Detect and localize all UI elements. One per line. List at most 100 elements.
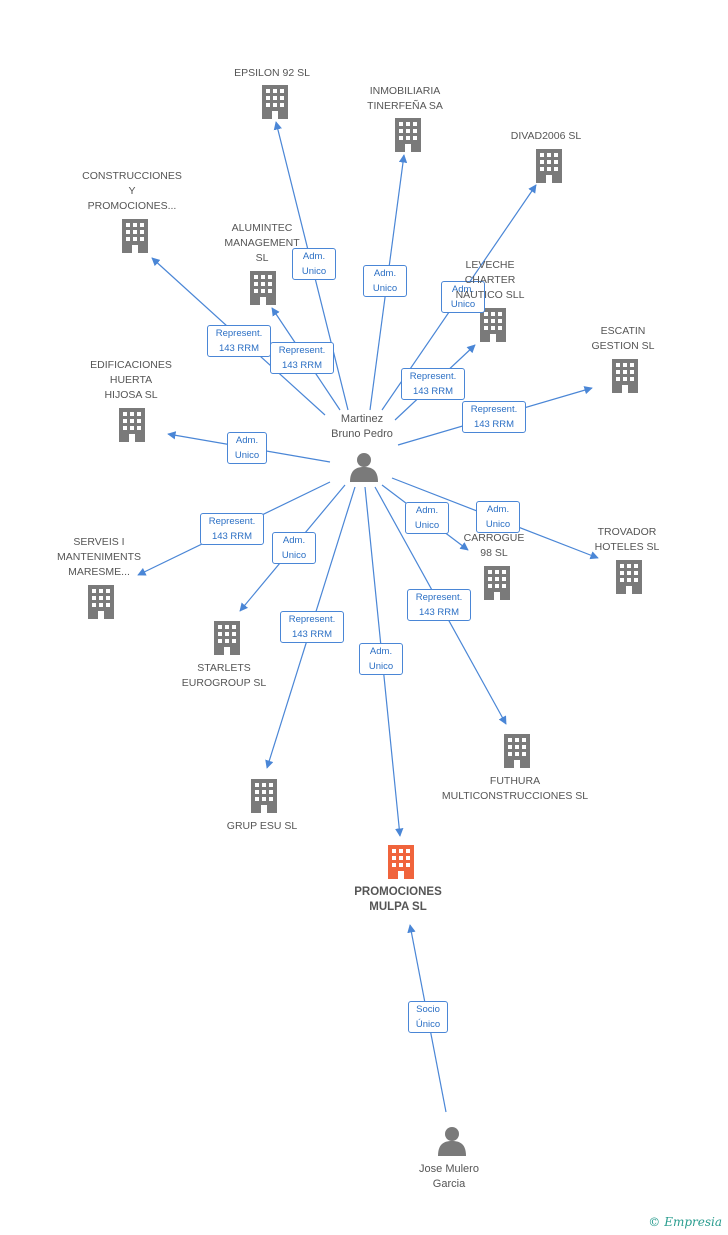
edge-label-promociones[interactable]: Adm. Unico bbox=[359, 643, 403, 675]
building-icon-serveis[interactable] bbox=[88, 585, 114, 619]
building-icon-carrogue[interactable] bbox=[484, 566, 510, 600]
building-icon-escatin[interactable] bbox=[612, 359, 638, 393]
node-label-line: MULPA SL bbox=[369, 901, 427, 913]
node-label-line: SL bbox=[255, 252, 269, 264]
node-label-line: CONSTRUCCIONES bbox=[82, 170, 182, 182]
node-label-line: MARESME... bbox=[68, 566, 130, 578]
building-icon-construcciones[interactable] bbox=[122, 219, 148, 253]
edge-label-line: Único bbox=[415, 1019, 441, 1030]
node-label-line: STARLETS bbox=[197, 662, 251, 674]
node-label-line: EUROGROUP SL bbox=[181, 677, 267, 689]
node-label-construcciones[interactable]: CONSTRUCCIONES Y PROMOCIONES... bbox=[67, 169, 197, 214]
node-label-line: EPSILON 92 SL bbox=[234, 67, 310, 79]
edge-label-alumintec[interactable]: Represent.143 RRM bbox=[270, 342, 334, 374]
node-label-line: PROMOCIONES bbox=[354, 886, 442, 898]
edge-label-line: Represent. bbox=[288, 614, 336, 625]
building-icon-trovador[interactable] bbox=[616, 560, 642, 594]
building-icon-alumintec[interactable] bbox=[250, 271, 276, 305]
edge-label-line: Unico bbox=[368, 661, 394, 672]
edge-label-line: Adm. bbox=[415, 505, 439, 516]
node-label-line: GRUP ESU SL bbox=[226, 820, 298, 832]
edge-label-futhura[interactable]: Represent. 143 RRM bbox=[407, 589, 471, 621]
edge-label-line: Adm. bbox=[235, 435, 259, 446]
node-label-line: GESTION SL bbox=[591, 340, 655, 352]
edge-label-line: Adm. bbox=[373, 268, 397, 279]
edge-label-line: Socio bbox=[416, 1004, 440, 1015]
edge-label-line: 143 RRM bbox=[291, 629, 333, 640]
node-label-line: PROMOCIONES... bbox=[87, 200, 177, 212]
edge-label-line: Represent. bbox=[470, 404, 518, 415]
edge-label-line: Unico bbox=[234, 450, 260, 461]
edge-label-line: Adm. bbox=[486, 504, 510, 515]
edge-label-carrogue[interactable]: Adm.Unico bbox=[405, 502, 449, 534]
edge-label-line: Represent. bbox=[415, 592, 463, 603]
node-label-starlets[interactable]: STARLETS EUROGROUP SL bbox=[164, 661, 284, 691]
edge-label-line: 143 RRM bbox=[281, 360, 323, 371]
edge-label-epsilon[interactable]: Adm. Unico bbox=[292, 248, 336, 280]
edge-label-line: Adm. bbox=[451, 284, 475, 295]
node-label-line: Garcia bbox=[432, 1178, 466, 1190]
node-label-line: Bruno Pedro bbox=[331, 428, 393, 440]
node-label-line: ALUMINTEC bbox=[231, 222, 293, 234]
node-label-line: Y bbox=[128, 185, 136, 197]
edge-label-divad[interactable]: Adm.Unico bbox=[441, 281, 485, 313]
person-icon-martinez[interactable] bbox=[350, 453, 378, 482]
edge-label-line: Adm. bbox=[369, 646, 393, 657]
edge-label-trovador[interactable]: Adm. Unico bbox=[476, 501, 520, 533]
edge-label-inmobiliaria[interactable]: Adm. Unico bbox=[363, 265, 407, 297]
edge-label-line: Adm. bbox=[282, 535, 306, 546]
node-label-line: CHARTER bbox=[464, 274, 516, 286]
edge-label-construcciones[interactable]: Represent.143 RRM bbox=[207, 325, 271, 357]
edge-label-escatin[interactable]: Represent.143 RRM bbox=[462, 401, 526, 433]
edge-label-line: Unico bbox=[372, 283, 398, 294]
node-label-line: Martinez bbox=[340, 413, 384, 425]
building-icon-divad[interactable] bbox=[536, 149, 562, 183]
edge-label-line: Unico bbox=[301, 266, 327, 277]
node-label-epsilon[interactable]: EPSILON 92 SL bbox=[212, 66, 332, 81]
node-label-divad[interactable]: DIVAD2006 SL bbox=[486, 129, 606, 144]
building-icon-epsilon[interactable] bbox=[262, 85, 288, 119]
person-icon-jose[interactable] bbox=[438, 1127, 466, 1156]
edge-label-line: Represent. bbox=[208, 516, 256, 527]
edge-label-edificaciones[interactable]: Adm. Unico bbox=[227, 432, 267, 464]
edge-label-line: 143 RRM bbox=[211, 531, 253, 542]
node-label-line: TINERFEÑA SA bbox=[367, 100, 443, 112]
building-icon-inmobiliaria[interactable] bbox=[395, 118, 421, 152]
node-label-line: 98 SL bbox=[480, 547, 508, 559]
building-icon-grupesu[interactable] bbox=[251, 779, 277, 813]
edge-label-grupesu[interactable]: Represent. 143 RRM bbox=[280, 611, 344, 643]
building-icon-futhura[interactable] bbox=[504, 734, 530, 768]
node-label-line: Jose Mulero bbox=[419, 1163, 479, 1175]
building-icon-edificaciones[interactable] bbox=[119, 408, 145, 442]
edge-label-line: 143 RRM bbox=[412, 386, 454, 397]
brand-footer: ©Empresia bbox=[648, 1215, 722, 1229]
building-icon-leveche[interactable] bbox=[480, 308, 506, 342]
edge-label-line: Unico bbox=[485, 519, 511, 530]
node-label-line: EDIFICACIONES bbox=[90, 359, 172, 371]
node-label-grupesu[interactable]: GRUP ESU SL bbox=[202, 819, 322, 834]
edge-label-starlets[interactable]: Adm.Unico bbox=[272, 532, 316, 564]
edge-label-line: Adm. bbox=[302, 251, 326, 262]
copyright-icon: © bbox=[648, 1215, 661, 1229]
edge-label-serveis[interactable]: Represent. 143 RRM bbox=[200, 513, 264, 545]
node-label-line: TROVADOR bbox=[597, 526, 657, 538]
node-label-line: SERVEIS I bbox=[73, 536, 125, 548]
node-label-promociones[interactable]: PROMOCIONES MULPA SL bbox=[328, 885, 468, 915]
building-icon-starlets[interactable] bbox=[214, 621, 240, 655]
edge-label-line: 143 RRM bbox=[418, 607, 460, 618]
node-label-escatin[interactable]: ESCATIN GESTION SL bbox=[563, 324, 683, 354]
node-label-line: ESCATIN bbox=[600, 325, 646, 337]
building-icon-promociones[interactable] bbox=[388, 845, 414, 879]
edge-label-leveche[interactable]: Represent.143 RRM bbox=[401, 368, 465, 400]
